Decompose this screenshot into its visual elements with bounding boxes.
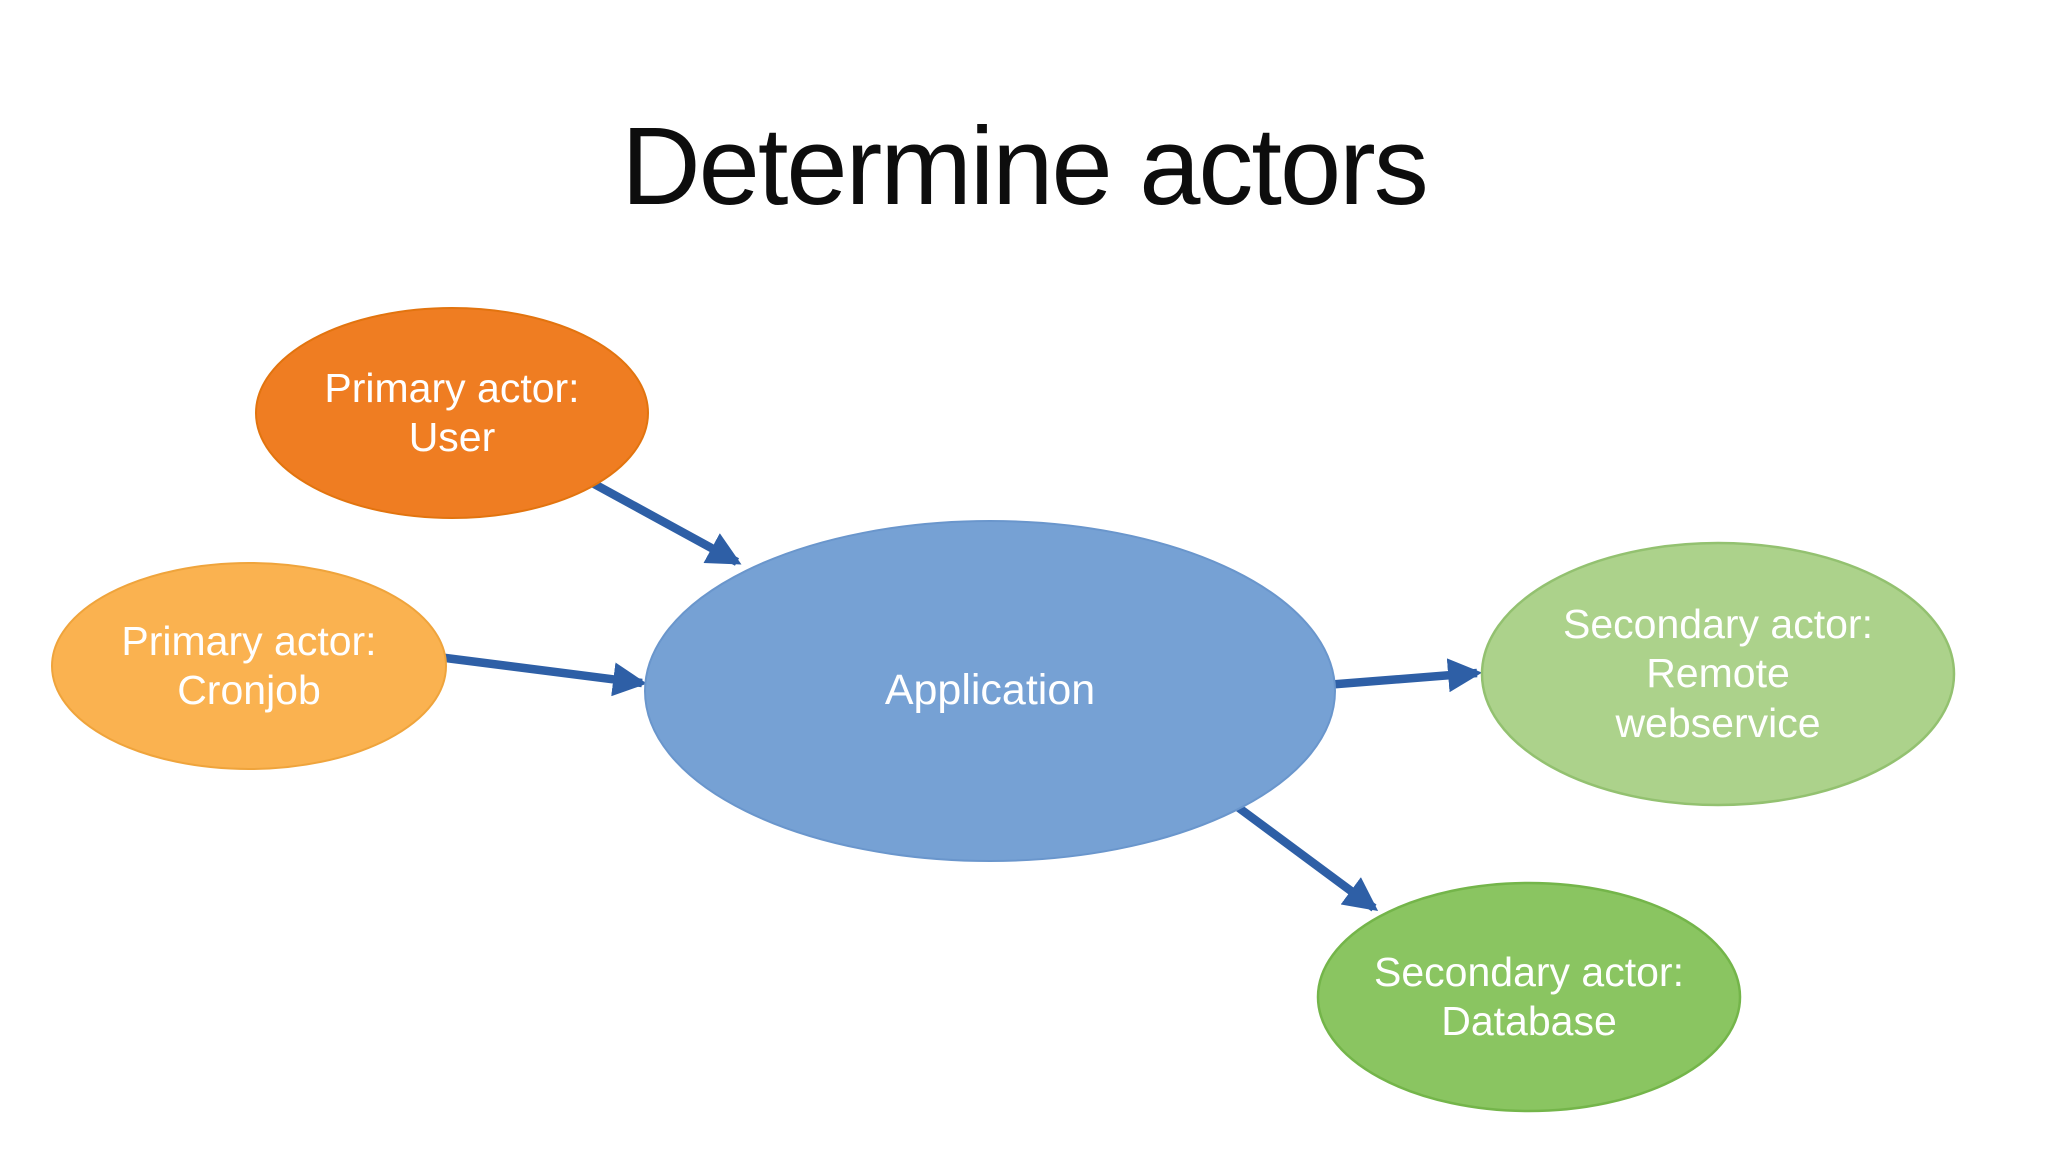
slide-title: Determine actors <box>621 105 1429 228</box>
node-secondary-actor-webservice <box>1480 541 1956 807</box>
node-secondary-actor-database <box>1316 881 1742 1113</box>
node-primary-actor-user <box>255 307 649 519</box>
arrow-cronjob-to-application <box>429 651 648 697</box>
node-primary-actor-cronjob <box>51 562 447 770</box>
node-application <box>644 520 1336 862</box>
